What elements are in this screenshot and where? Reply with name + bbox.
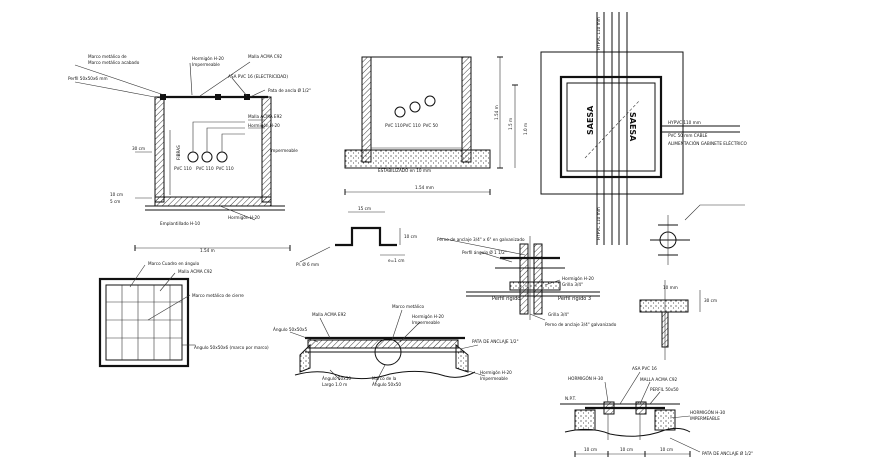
detail-a-label-9: Malla ACMA E92 (248, 114, 282, 119)
detail-i-label-10: 10 cm (620, 447, 633, 452)
detail-e-label-4: Grilla 3/4" (562, 282, 583, 287)
detail-h-label-7: Hormigón H-20 (480, 370, 512, 375)
detail-h-label-1: Malla ACMA E92 (312, 312, 346, 317)
detail-a-label-7: ASA PVC 16 (ELECTRICIDAD) (228, 74, 288, 79)
detail-d-label-2: 10 cm (404, 234, 417, 239)
detail-h-label-3: Marco metálico (392, 304, 424, 309)
detail-i-label-11: 10 cm (660, 447, 673, 452)
detail-e-label-6: Perfil rígido 3 (558, 295, 591, 302)
detail-d-label-1: 15 cm (358, 206, 371, 211)
detail-b-label-5: ESTABILIZADO en 10 mm (378, 168, 431, 173)
detail-e-label-7: Grilla 3/4" (548, 312, 569, 317)
detail-f-label-1: 10 mm (663, 285, 678, 290)
detail-b-label-8: 1.0 m (523, 123, 528, 135)
detail-h-label-10: Largo 1.0 m (322, 382, 347, 387)
detail-c-label-6: HYPVC 110 mm (596, 17, 601, 50)
detail-f-label-2: 30 cm (704, 298, 717, 303)
detail-h-label-6: PATA DE ANCLAJE 1/2" (472, 339, 519, 344)
detail-e-label-2: Perfil ángulo Ø 1 1/2" (462, 250, 507, 255)
detail-h-label-5: Impermeable (412, 320, 440, 325)
detail-a-label-6: Malla ACMA C92 (248, 54, 283, 59)
detail-g-label-4: Ángulo 50x50x6 (marco por marco) (194, 345, 269, 350)
detail-a-label-14: 30 cm (132, 146, 145, 151)
detail-a-label-11: Impermeable (270, 148, 298, 153)
detail-a-label-12: Hormigón H-20 (228, 215, 260, 220)
detail-a-label-2: Marco metálico acabado (88, 60, 140, 65)
detail-d-label-3: e=1 cm (388, 258, 404, 263)
detail-a-label-19: PVC 110 (216, 166, 234, 171)
detail-i-edge-section: HORMIGÓN H-30 ASA PVC 16 MALLA ACMA C92 … (560, 366, 753, 457)
detail-i-label-5: N.P.T. (565, 396, 576, 401)
detail-a-label-5: Impermeable (192, 62, 220, 67)
detail-a-label-18: PVC 110 (196, 166, 214, 171)
detail-a-label-16: 5 cm (110, 199, 120, 204)
detail-g-label-1: Marco Cuadro en ángulo (148, 261, 200, 266)
detail-i-label-8: PATA DE ANCLAJE Ø 1/2" (702, 451, 753, 456)
detail-e-anchor-bolt: Perno de anclaje 3/4" x 6" en galvanizad… (437, 236, 617, 327)
detail-b-chamber-section: PVC 110 PVC 110 PVC 50 1.54 mm ESTABILIZ… (344, 56, 528, 195)
detail-g-label-2: Malla ACMA C92 (178, 269, 213, 274)
detail-a-chamber-section: Marco metálico de Marco metálico acabado… (68, 54, 311, 253)
detail-i-label-6: HORMIGÓN H-30 (690, 410, 726, 415)
detail-c-plan-view: SAESA SAESA HYPVC 110 mm PVC 50 mm CABLE… (540, 12, 747, 245)
detail-a-label-15: 10 cm (110, 192, 123, 197)
detail-b-label-6: 1.54 m (494, 105, 499, 120)
detail-h-label-12: Ángulo 50x50 (372, 382, 401, 387)
detail-a-label-8: Pata de ancla Ø 1/2" (268, 88, 311, 93)
detail-b-label-2: PVC 110 (403, 123, 421, 128)
detail-h-label-4: Hormigón H-20 (412, 314, 444, 319)
detail-b-label-4: 1.54 mm (415, 185, 434, 190)
detail-e-label-3: Hormigón H-20 (562, 276, 594, 281)
detail-b-label-1: PVC 110 (385, 123, 403, 128)
detail-h-label-8: Impermeable (480, 376, 508, 381)
detail-a-label-17: PVC 110 (174, 166, 192, 171)
detail-g-lid-plan: Marco Cuadro en ángulo Malla ACMA C92 Ma… (98, 261, 269, 368)
detail-c-label-7: HYPVC 110 mm (596, 207, 601, 240)
detail-h-lid-section: Malla ACMA E92 Ángulo 50x50x5 Marco metá… (273, 304, 519, 387)
detail-c-label-4: PVC 50 mm CABLE (668, 133, 708, 138)
detail-a-label-3: Perfil 50x50x6 mm (68, 76, 108, 81)
detail-i-label-1: HORMIGÓN H-30 (568, 376, 604, 381)
detail-c-label-5: ALIMENTACIÓN GABINETE ELÉCTRICO (668, 141, 747, 146)
detail-a-label-13: Emplantillado H-10 (160, 221, 200, 226)
detail-c-label-3: HYPVC 110 mm (668, 120, 701, 125)
detail-c-label-2: SAESA (628, 112, 637, 142)
detail-a-label-10: Hormigón H-20 (248, 123, 280, 128)
detail-i-label-2: ASA PVC 16 (632, 366, 657, 371)
detail-h-label-11: Marco de la (372, 376, 397, 381)
detail-i-label-7: IMPERMEABLE (690, 416, 720, 421)
detail-d-label-4: Pl. Ø 6 mm (296, 262, 319, 267)
detail-i-label-3: MALLA ACMA C92 (640, 377, 678, 382)
detail-h-label-9: Ángulo 50x50 (322, 376, 351, 381)
detail-h-label-2: Ángulo 50x50x5 (273, 327, 308, 332)
detail-a-label-21: 1.54 m (200, 248, 215, 253)
detail-i-label-9: 10 cm (584, 447, 597, 452)
detail-b-label-7: 1.5 m (508, 118, 513, 130)
detail-b-label-3: PVC 50 (423, 123, 438, 128)
detail-e-label-1: Perno de anclaje 3/4" x 6" en galvanizad… (437, 237, 525, 242)
detail-g-label-3: Marco metálico de cierre (192, 293, 244, 298)
detail-e-label-8: Perno de anclaje 3/4" galvanizado (545, 322, 617, 327)
detail-i-label-4: PERFIL 50x50 (650, 387, 679, 392)
detail-e-label-5: Perfil rígido (492, 295, 520, 302)
detail-f-column: 10 mm 30 cm (639, 204, 745, 360)
detail-d-profile: 15 cm 10 cm e=1 cm Pl. Ø 6 mm (296, 206, 417, 267)
detail-a-label-4: Hormigón H-20 (192, 56, 224, 61)
detail-a-label-20: FIBRAS (176, 145, 181, 160)
detail-a-label-1: Marco metálico de (88, 54, 127, 59)
detail-c-label-1: SAESA (586, 105, 595, 135)
